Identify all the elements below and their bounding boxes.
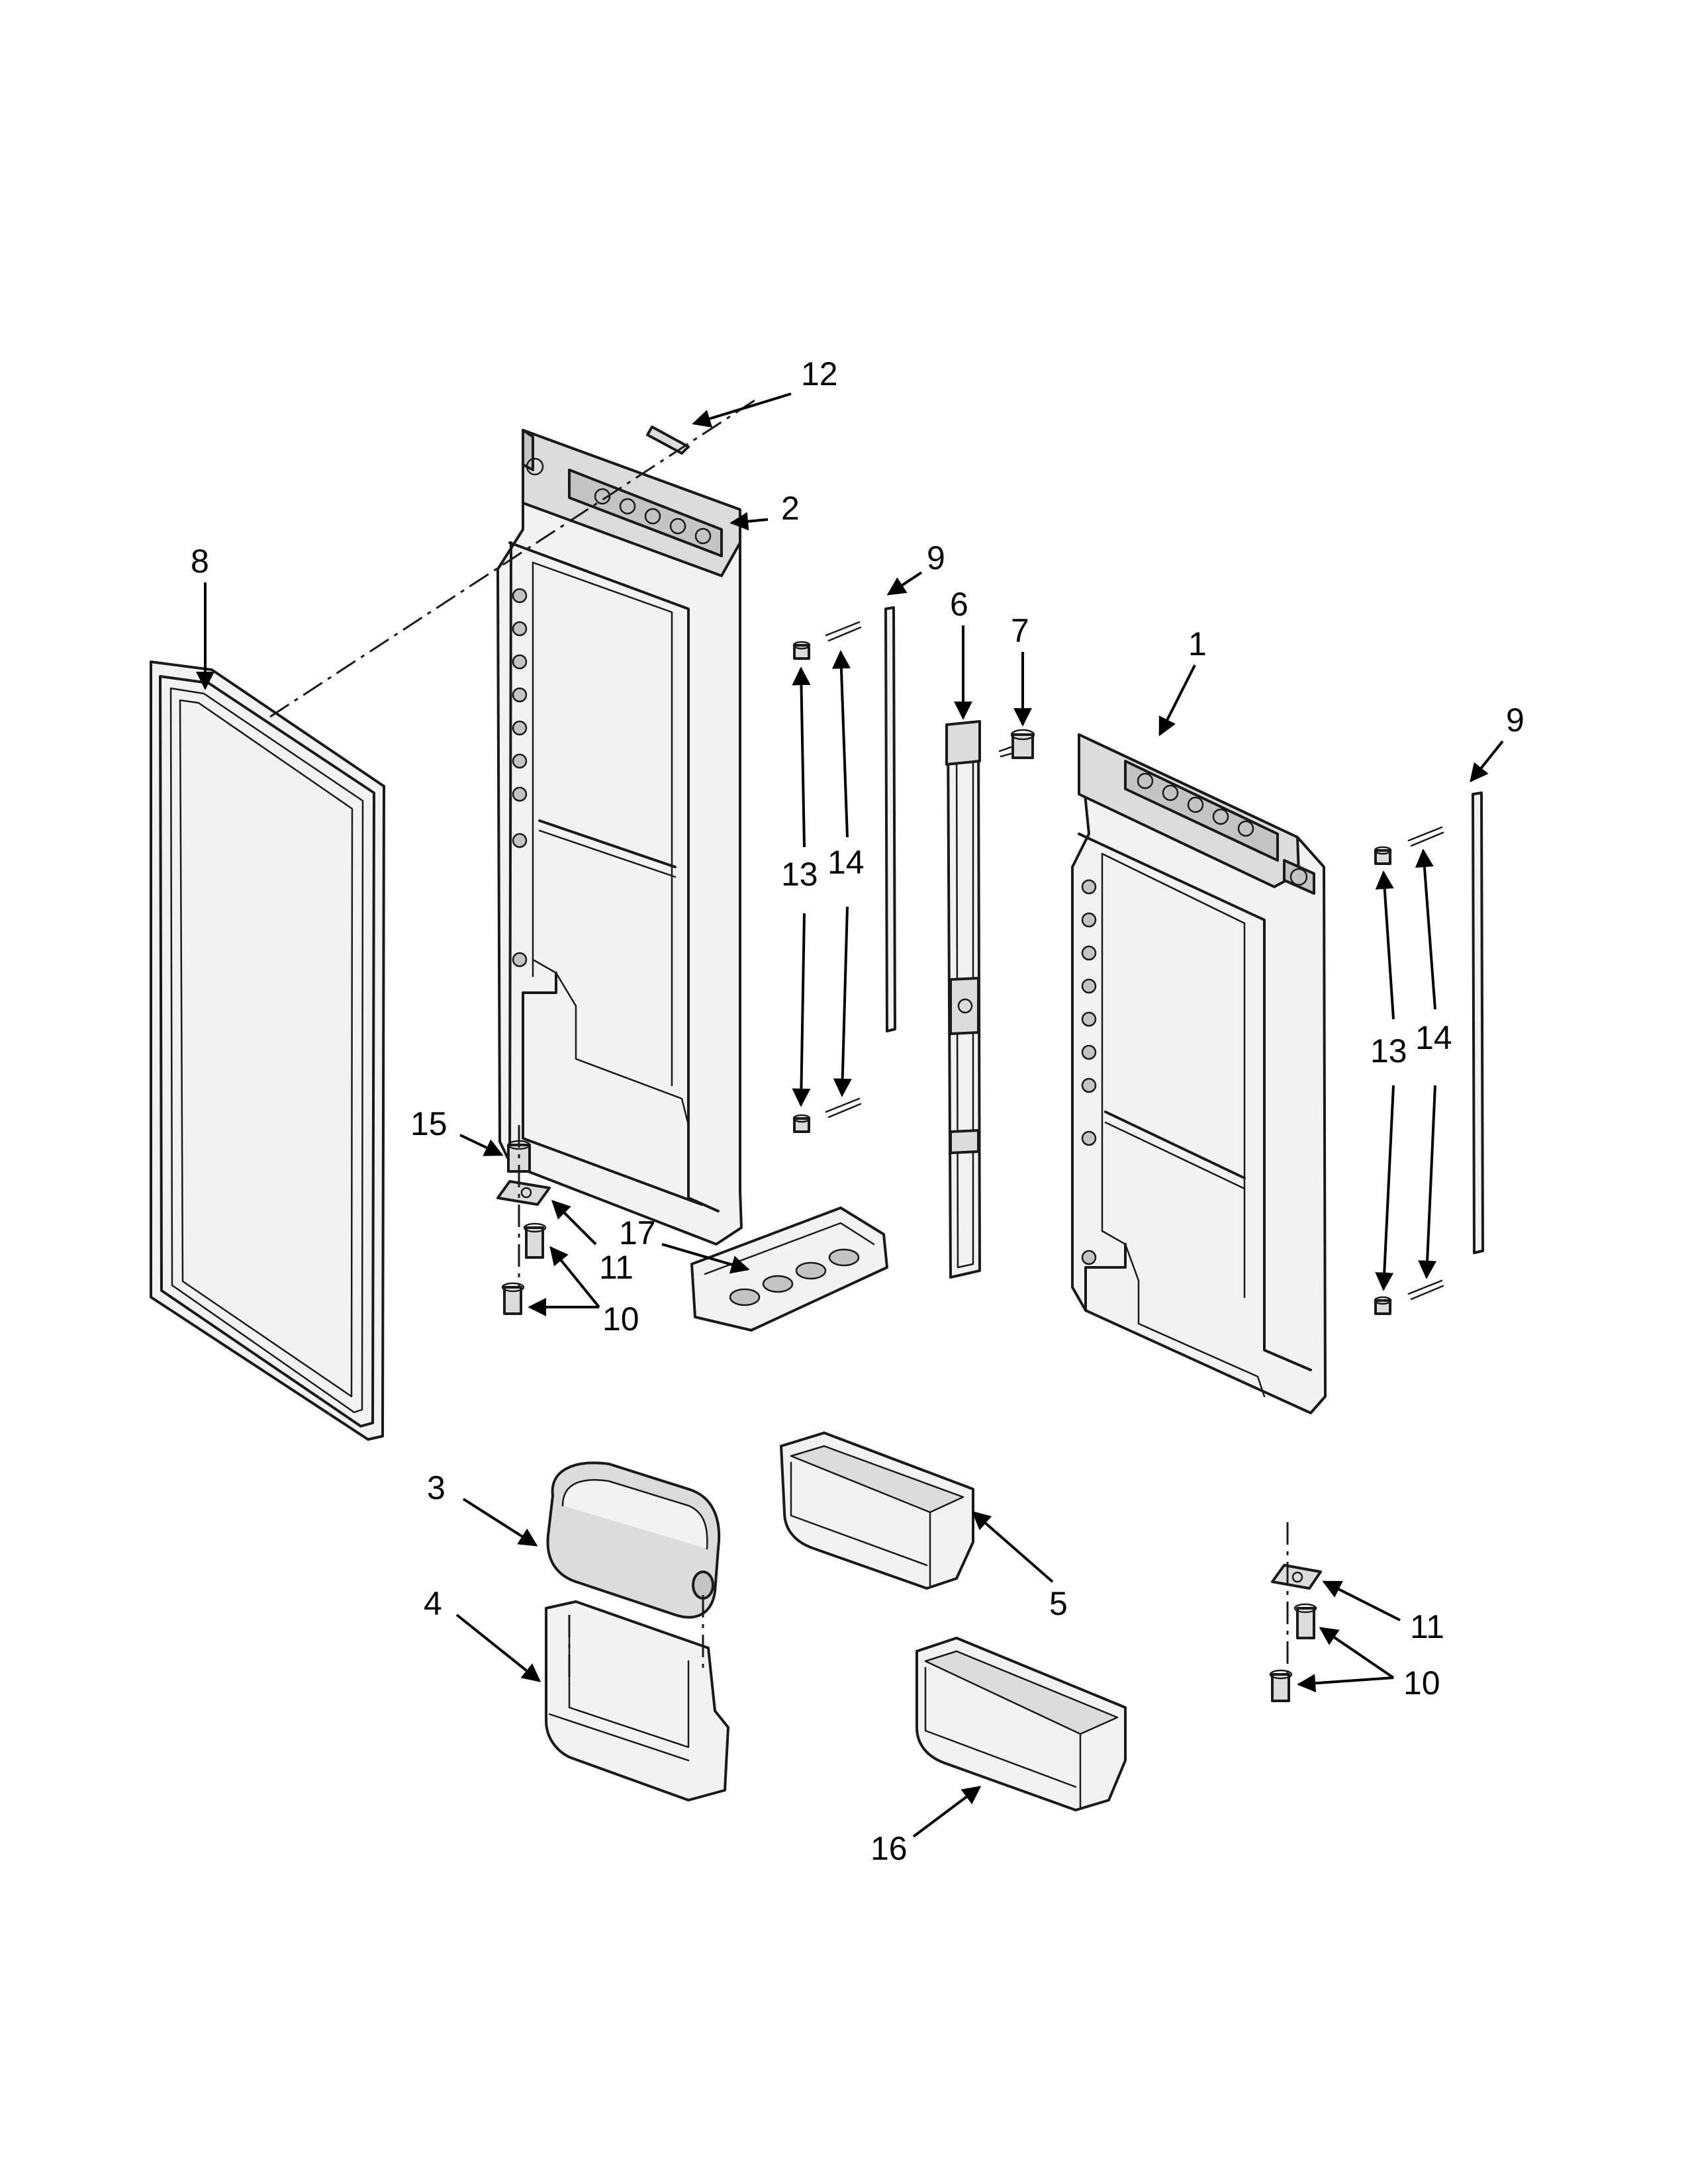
door-gasket-part	[150, 660, 385, 1441]
callout-10-left: 10	[602, 1300, 639, 1338]
callout-5: 5	[1049, 1585, 1068, 1622]
callout-9-right: 9	[1506, 702, 1524, 739]
callout-4: 4	[424, 1585, 442, 1622]
callout-16: 16	[870, 1830, 908, 1867]
callout-1: 1	[1188, 625, 1207, 662]
screw-part	[998, 729, 1035, 759]
right-hinge-pin-set-part	[1374, 792, 1484, 1315]
right-door-liner-part	[1071, 733, 1327, 1414]
callout-9-left: 9	[927, 539, 945, 576]
egg-tray-part	[690, 1206, 888, 1332]
leader-lines	[196, 392, 1504, 1838]
right-hinge-hardware-part	[1269, 1522, 1322, 1702]
callout-2: 2	[781, 490, 800, 527]
large-door-bin-part	[915, 1637, 1127, 1811]
left-door-liner-part	[496, 429, 743, 1246]
bin-cover-part	[546, 1461, 721, 1619]
callout-13-left: 13	[781, 856, 818, 893]
callout-labels: 12 2 8 9 6 7 1 9 13 14 13 14 15 17 11 10…	[191, 355, 1524, 1867]
callout-3: 3	[427, 1469, 445, 1506]
assembly-dash-line	[269, 399, 755, 718]
door-top-cap-part	[646, 426, 690, 455]
callout-14-left: 14	[827, 844, 865, 881]
left-hinge-hardware-part	[496, 1125, 551, 1315]
callout-10-right: 10	[1403, 1664, 1440, 1702]
door-bin-part	[545, 1595, 729, 1801]
callout-17: 17	[619, 1214, 656, 1251]
callout-11-left: 11	[599, 1249, 633, 1286]
left-hinge-pin-set-part	[792, 606, 896, 1133]
callout-14-right: 14	[1415, 1019, 1452, 1056]
callout-11-right: 11	[1410, 1608, 1444, 1645]
callout-7: 7	[1011, 612, 1029, 649]
door-hinge-bar-part	[945, 720, 981, 1279]
callout-12: 12	[801, 355, 838, 392]
callout-6: 6	[950, 586, 968, 623]
small-door-bin-part	[780, 1432, 974, 1590]
callout-15: 15	[410, 1105, 447, 1142]
callout-13-right: 13	[1370, 1032, 1407, 1069]
callout-8: 8	[191, 543, 209, 580]
